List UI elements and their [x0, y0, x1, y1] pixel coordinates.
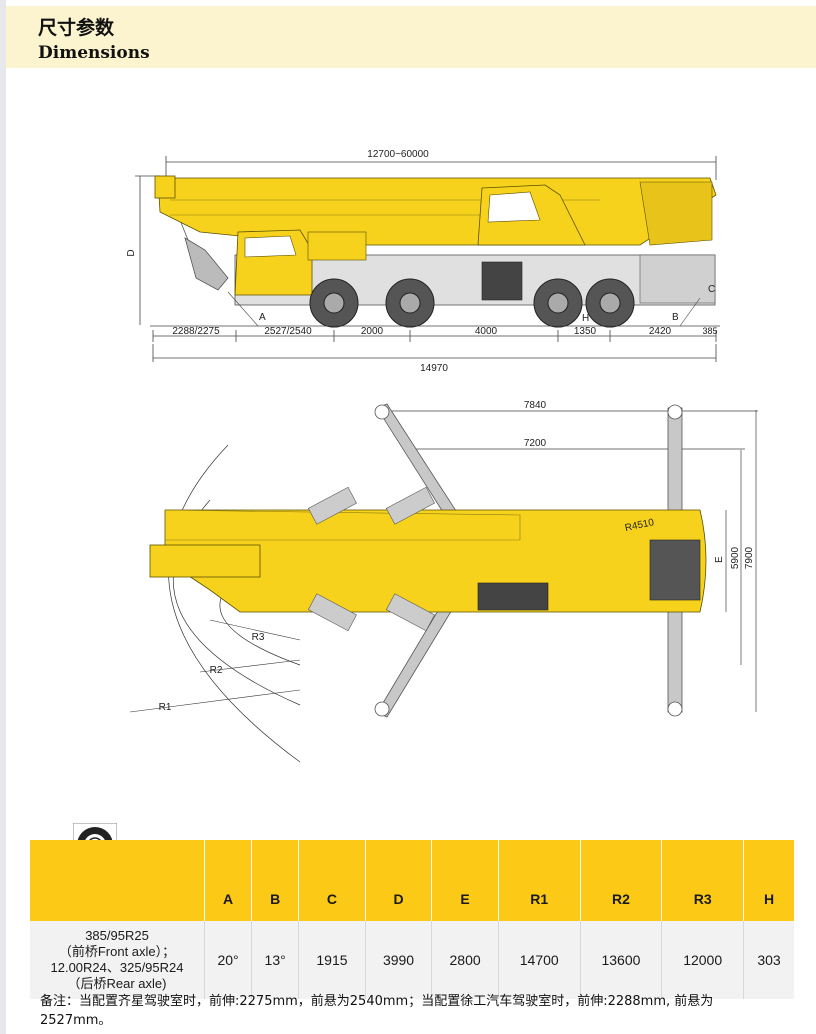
table-row: 385/95R25 （前桥Front axle）； 12.00R24、325/9… — [30, 921, 794, 999]
section-title-cn: 尺寸参数 — [38, 17, 115, 39]
outrigger-span-long: 7840 — [524, 400, 547, 411]
dim-wheelbase-2: 4000 — [475, 326, 498, 337]
overall-length-label: 14970 — [420, 363, 448, 374]
dim-wheelbase-3: 1350 — [574, 326, 597, 337]
section-header — [6, 6, 816, 68]
header-H: H — [743, 840, 794, 921]
dim-C-label: C — [708, 284, 715, 295]
spec-table-header-row: A B C D E R1 R2 R3 H — [30, 840, 794, 921]
dim-ground-clearance: 385 — [702, 326, 717, 336]
angle-B-label: B — [672, 312, 679, 323]
wheel-group — [309, 278, 635, 328]
page-left-rule — [0, 0, 6, 1034]
dim-rear-overhang: 2420 — [649, 326, 672, 337]
dim-front-extension: 2288/2275 — [172, 326, 220, 337]
cell-R2: 13600 — [579, 921, 662, 999]
cell-A: 20° — [203, 921, 252, 999]
width-inner-label: 5900 — [730, 546, 741, 569]
dim-E-label: E — [714, 556, 725, 563]
cell-H: 303 — [743, 921, 794, 999]
header-R2: R2 — [579, 840, 662, 921]
top-view: R1 R2 R3 7840 7200 R4510 E — [129, 400, 758, 763]
outrigger-span-short: 7200 — [524, 438, 547, 449]
dim-D-label: D — [126, 249, 137, 256]
width-outer-label: 7900 — [744, 546, 755, 569]
cell-R1: 14700 — [497, 921, 581, 999]
section-title-en: Dimensions — [38, 43, 150, 63]
cell-C: 1915 — [298, 921, 366, 999]
header-C: C — [298, 840, 366, 921]
dim-front-overhang: 2527/2540 — [264, 326, 312, 337]
dim-wheelbase-1: 2000 — [361, 326, 384, 337]
boom-range-label: 12700~60000 — [367, 149, 429, 160]
radius-R1-label: R1 — [159, 702, 172, 713]
side-view: 12700~60000 D — [126, 149, 720, 374]
header-R1: R1 — [497, 840, 581, 921]
radius-R3-label: R3 — [252, 632, 265, 643]
header-D: D — [364, 840, 432, 921]
header-B: B — [251, 840, 299, 921]
header-A: A — [203, 840, 252, 921]
cell-B: 13° — [251, 921, 299, 999]
footnote: 备注：当配置齐星驾驶室时，前伸:2275mm，前悬为2540mm；当配置徐工汽车… — [40, 994, 714, 1028]
cell-E: 2800 — [431, 921, 499, 999]
cell-tire-spec: 385/95R25 （前桥Front axle）； 12.00R24、325/9… — [30, 921, 205, 999]
radius-R2-label: R2 — [210, 665, 223, 676]
spec-table: A B C D E R1 R2 R3 H 385/95R25 （前桥Front … — [30, 840, 794, 999]
cell-R3: 12000 — [661, 921, 744, 999]
dim-H-label: H — [582, 313, 589, 324]
header-E: E — [431, 840, 499, 921]
header-tire — [30, 840, 205, 921]
header-R3: R3 — [661, 840, 744, 921]
dimension-drawing: 12700~60000 D — [126, 149, 758, 763]
angle-A-label: A — [259, 312, 266, 323]
cell-D: 3990 — [364, 921, 432, 999]
